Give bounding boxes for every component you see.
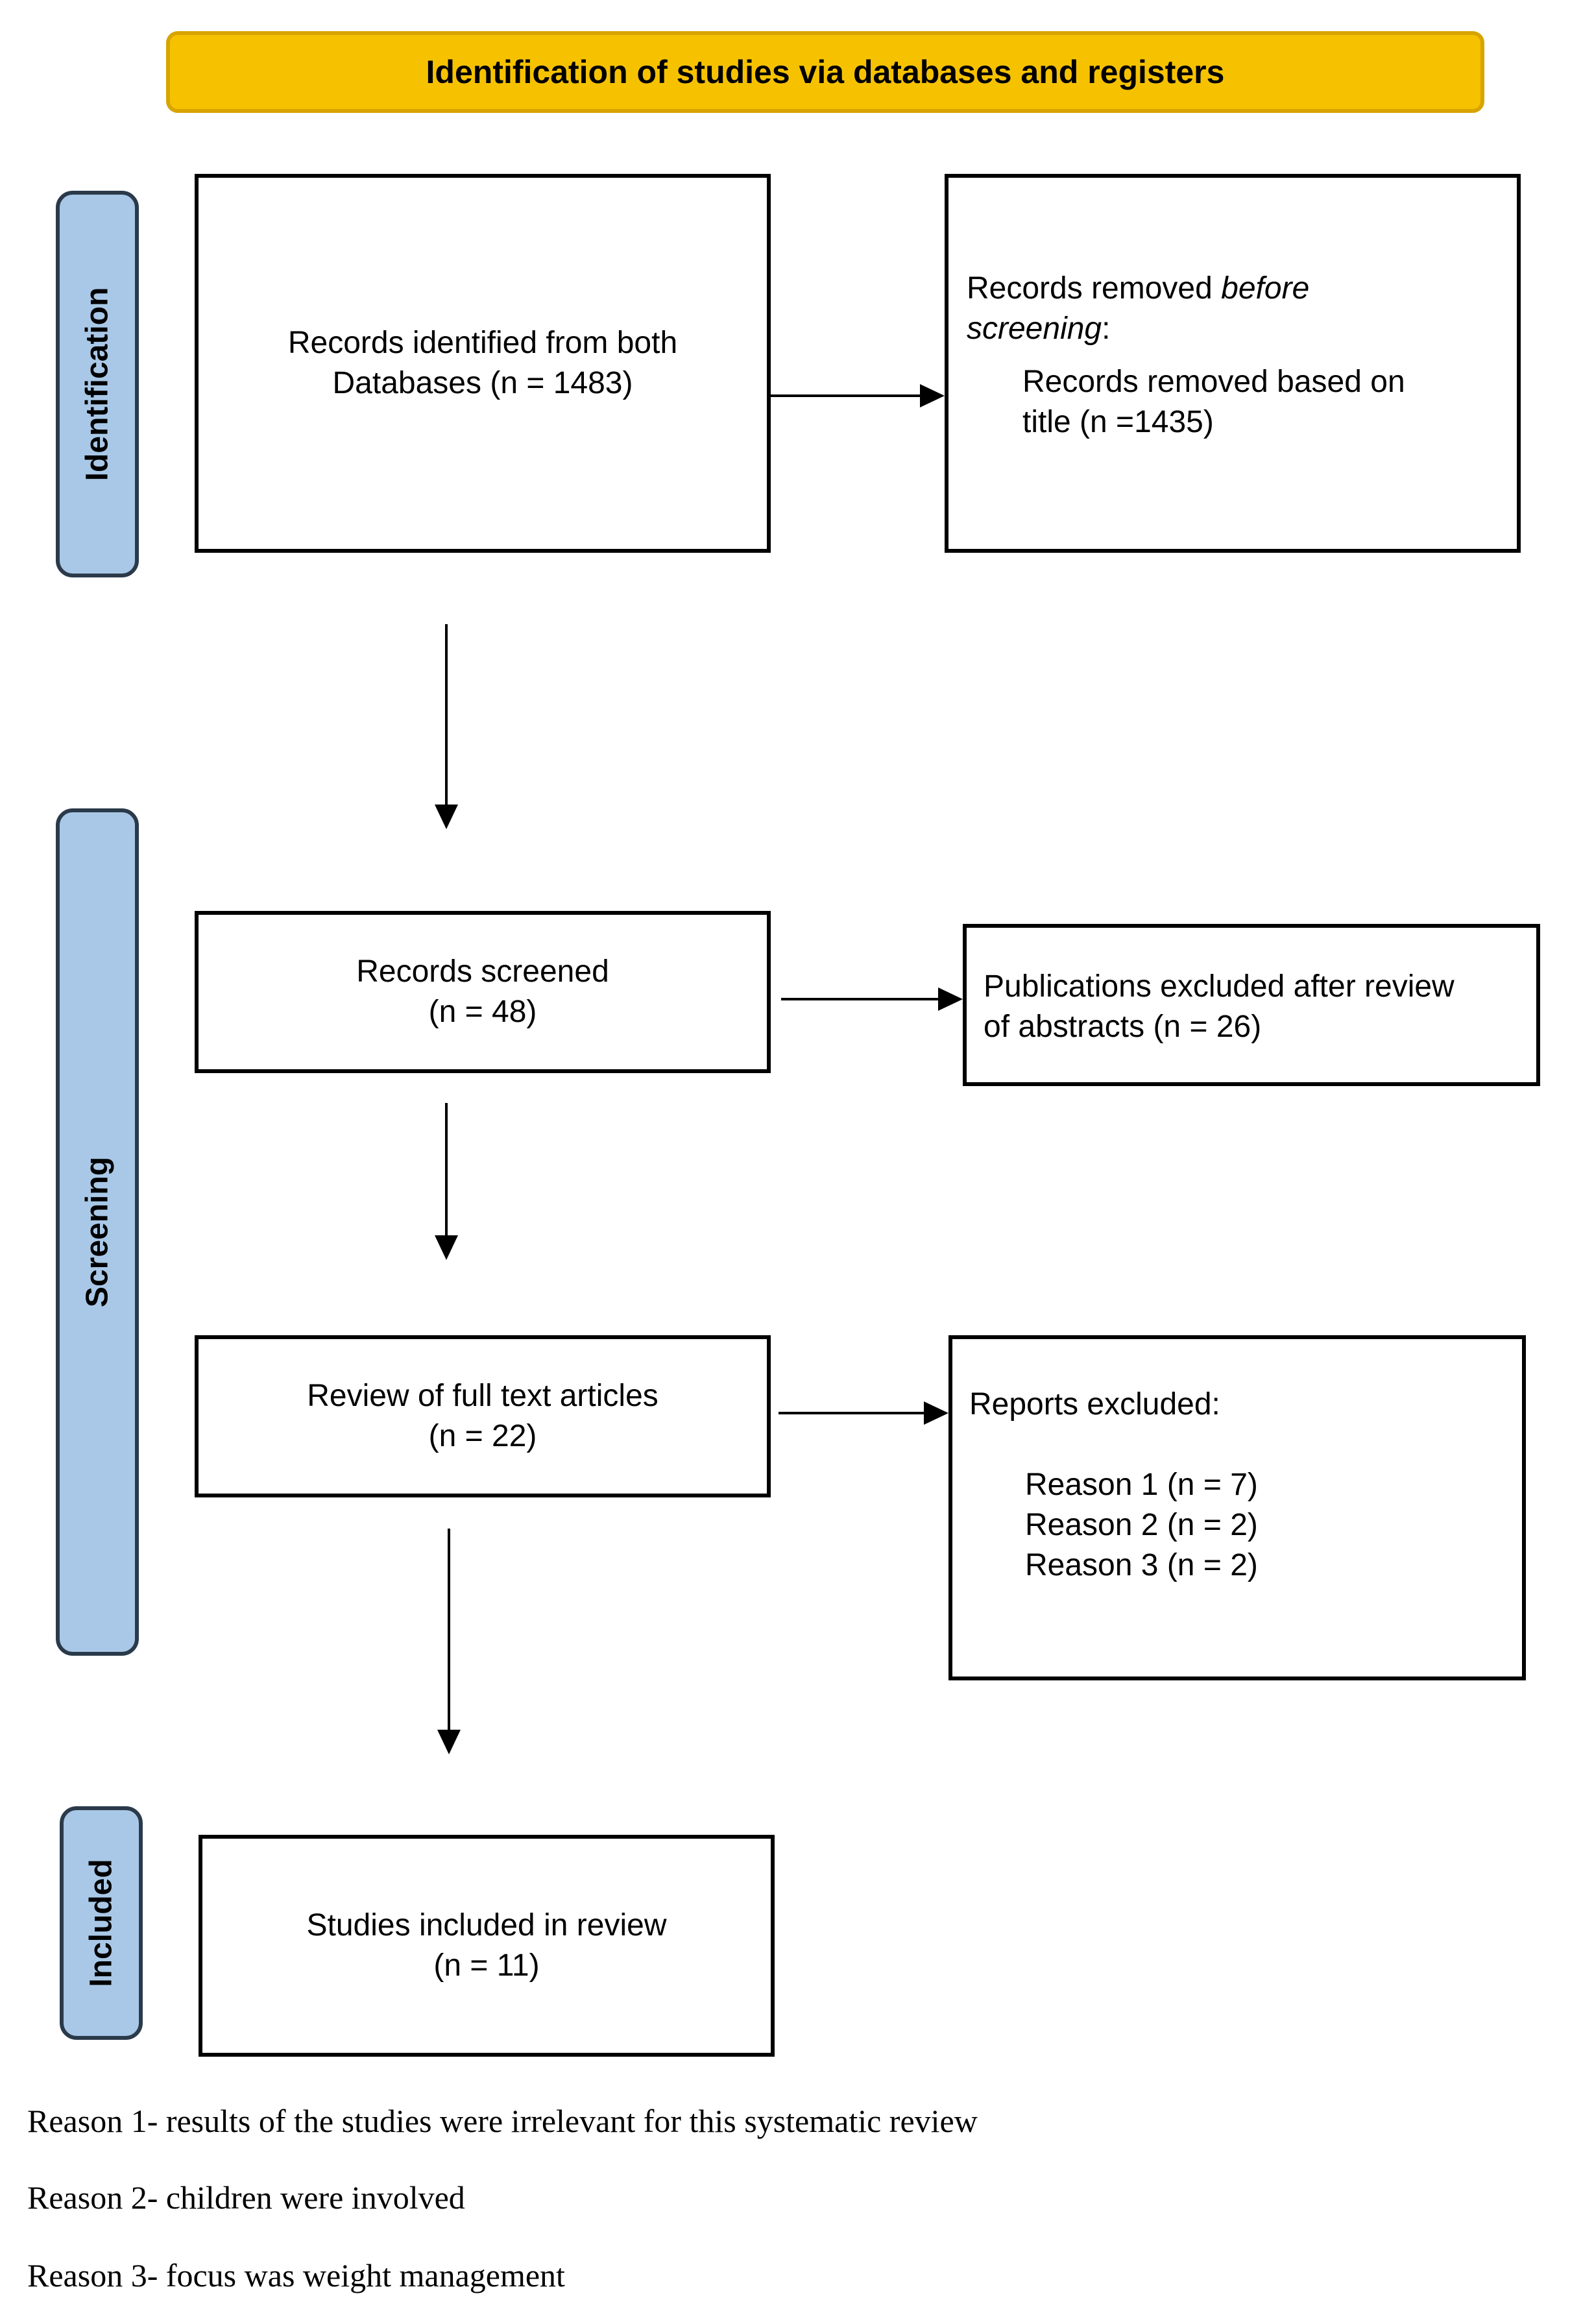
phase-identification-label: Identification xyxy=(80,287,115,481)
arrow-screened-to-excluded-line xyxy=(781,998,938,1000)
records-removed-line2: title (n =1435) xyxy=(1022,405,1214,439)
records-removed-intro: Records removed before screening: xyxy=(967,269,1501,349)
records-removed-detail: Records removed based on title (n =1435) xyxy=(1022,362,1501,442)
footnote-reason-3: Reason 3- focus was weight management xyxy=(27,2257,565,2294)
full-text-review-line2: (n = 22) xyxy=(428,1419,537,1453)
footnote-reason-2: Reason 2- children were involved xyxy=(27,2179,465,2216)
reports-excluded-title: Reports excluded: xyxy=(969,1387,1220,1422)
phase-included: Included xyxy=(60,1806,143,2040)
arrow-fulltext-to-included-head xyxy=(437,1730,461,1754)
header-title: Identification of studies via databases … xyxy=(426,54,1225,90)
full-text-review-line1: Review of full text articles xyxy=(307,1379,658,1413)
records-removed-intro-text: Records removed xyxy=(967,271,1222,306)
footnote-reason-1: Reason 1- results of the studies were ir… xyxy=(27,2103,978,2139)
arrow-screened-to-excluded-head xyxy=(938,987,963,1011)
phase-screening-label: Screening xyxy=(80,1156,115,1308)
arrow-screened-to-fulltext-head xyxy=(435,1235,458,1260)
studies-included-line1: Studies included in review xyxy=(306,1908,667,1943)
phase-identification: Identification xyxy=(56,191,139,577)
arrow-fulltext-to-included-line xyxy=(448,1529,450,1730)
arrow-fulltext-to-reports-line xyxy=(779,1412,924,1414)
reports-excluded-reason-2: Reason 2 (n = 2) xyxy=(1025,1508,1258,1542)
reports-excluded-box: Reports excluded: Reason 1 (n = 7) Reaso… xyxy=(948,1335,1526,1680)
phase-included-label: Included xyxy=(84,1859,119,1987)
studies-included-box: Studies included in review (n = 11) xyxy=(199,1835,775,2057)
studies-included-line2: (n = 11) xyxy=(433,1948,540,1983)
publications-excluded-line2: of abstracts (n = 26) xyxy=(984,1010,1262,1044)
records-screened-line1: Records screened xyxy=(356,954,609,989)
records-removed-box: Records removed before screening: Record… xyxy=(945,174,1521,553)
records-removed-line1: Records removed based on xyxy=(1022,365,1405,399)
arrow-identified-to-screened-head xyxy=(435,805,458,829)
arrow-fulltext-to-reports-head xyxy=(924,1401,948,1425)
arrow-identified-to-screened-line xyxy=(445,624,448,805)
reports-excluded-reason-1: Reason 1 (n = 7) xyxy=(1025,1468,1258,1502)
records-removed-intro-before: before xyxy=(1221,271,1310,306)
records-identified-line2: Databases (n = 1483) xyxy=(332,366,633,400)
records-removed-intro-screening: screening xyxy=(967,311,1102,346)
arrow-screened-to-fulltext-line xyxy=(445,1103,448,1235)
reports-excluded-reasons: Reason 1 (n = 7) Reason 2 (n = 2) Reason… xyxy=(1025,1465,1509,1586)
records-removed-intro-colon: : xyxy=(1102,311,1111,346)
records-screened-line2: (n = 48) xyxy=(428,995,537,1029)
phase-screening: Screening xyxy=(56,808,139,1656)
full-text-review-box: Review of full text articles (n = 22) xyxy=(195,1335,771,1497)
arrow-identified-to-removed-head xyxy=(920,384,945,407)
records-screened-box: Records screened (n = 48) xyxy=(195,911,771,1073)
publications-excluded-box: Publications excluded after review of ab… xyxy=(963,924,1540,1086)
records-identified-box: Records identified from both Databases (… xyxy=(195,174,771,553)
header-banner: Identification of studies via databases … xyxy=(166,31,1484,113)
publications-excluded-line1: Publications excluded after review xyxy=(984,969,1455,1004)
arrow-identified-to-removed-line xyxy=(771,394,920,397)
records-identified-line1: Records identified from both xyxy=(287,326,678,360)
reports-excluded-reason-3: Reason 3 (n = 2) xyxy=(1025,1548,1258,1582)
